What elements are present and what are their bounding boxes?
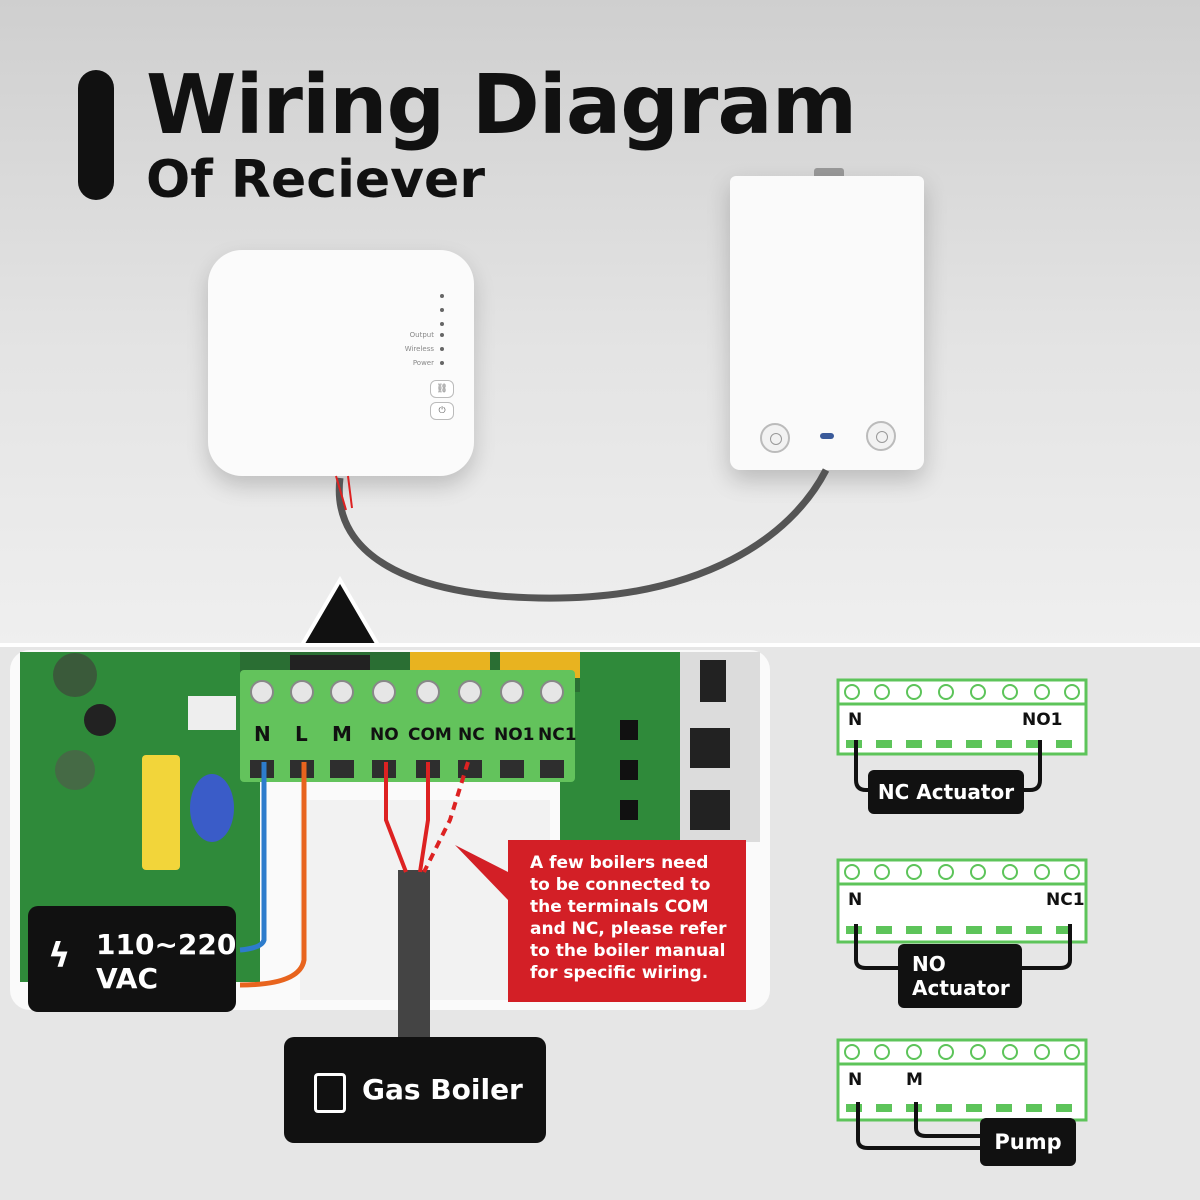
led-dot xyxy=(440,322,444,326)
note-pointer xyxy=(455,845,508,900)
boiler-indicator xyxy=(820,433,834,439)
terminal-screws xyxy=(250,680,564,704)
mini-diagram-3 xyxy=(836,1038,1088,1150)
transistor xyxy=(620,720,638,740)
section-divider xyxy=(0,643,1200,647)
varistor xyxy=(190,774,234,842)
push-button xyxy=(690,728,730,768)
led-label-wireless: Wireless xyxy=(404,345,434,353)
red-wire-ends xyxy=(335,475,353,511)
power-icon: ⏻ xyxy=(430,402,454,420)
title-accent-bar xyxy=(78,70,114,200)
power-unit: VAC xyxy=(96,962,158,995)
knob-icon xyxy=(866,421,896,451)
orange-wire xyxy=(239,762,307,988)
diagram2-right-label: NC1 xyxy=(1046,890,1085,910)
terminal-label-m: M xyxy=(332,722,352,746)
page-subtitle: Of Reciever xyxy=(146,150,485,210)
boiler-device xyxy=(730,176,924,470)
terminal-label-nc: NC xyxy=(458,725,485,745)
mini-diagram-2 xyxy=(836,858,1088,970)
boiler-icon xyxy=(314,1073,346,1113)
terminal-block xyxy=(240,670,575,782)
terminal-label-n: N xyxy=(254,722,271,746)
com-wire xyxy=(384,762,408,873)
push-button xyxy=(690,790,730,830)
transistor xyxy=(620,800,638,820)
capacitor xyxy=(55,750,95,790)
wiring-note-box: A few boilers need to be connected to th… xyxy=(508,840,746,1002)
safety-capacitor xyxy=(142,755,180,870)
diagram2-left-label: N xyxy=(848,890,863,910)
no-actuator-box: NO Actuator xyxy=(898,944,1022,1008)
no-actuator-line1: NO xyxy=(912,952,946,976)
terminal-label-nc1: NC1 xyxy=(538,725,577,745)
pump-label: Pump xyxy=(980,1118,1076,1166)
boiler-cable xyxy=(335,468,830,602)
mini-diagram-1 xyxy=(836,678,1088,792)
product-photo-area xyxy=(0,0,1200,645)
nc-actuator-label: NC Actuator xyxy=(868,770,1024,814)
capacitor xyxy=(53,653,97,697)
blue-wire xyxy=(239,762,267,953)
power-voltage: 110~220 xyxy=(96,928,237,961)
led-dot xyxy=(440,361,444,365)
switch xyxy=(700,660,726,702)
pointer-triangle xyxy=(298,576,382,647)
transistor xyxy=(620,760,638,780)
terminal-label-l: L xyxy=(295,722,308,746)
power-supply-box: ϟ 110~220 VAC xyxy=(28,906,236,1012)
led-dot xyxy=(440,347,444,351)
nc-wire-dashed xyxy=(422,761,470,873)
no-wire xyxy=(418,762,430,873)
receiver-device: Output Wireless Power ⛓ ⏻ xyxy=(208,250,474,476)
led-dot xyxy=(440,294,444,298)
terminal-label-no1: NO1 xyxy=(494,725,535,745)
wiring-note-text: A few boilers need to be connected to th… xyxy=(530,853,727,983)
diagram1-left-label: N xyxy=(848,710,863,730)
page-title: Wiring Diagram xyxy=(146,58,857,153)
led-dot xyxy=(440,333,444,337)
fuse xyxy=(188,696,236,730)
link-icon: ⛓ xyxy=(430,380,454,398)
diagram3-right-label: M xyxy=(906,1070,923,1090)
gas-boiler-label: Gas Boiler xyxy=(362,1073,523,1106)
led-label-power: Power xyxy=(412,359,434,367)
led-dot xyxy=(440,308,444,312)
led-label-output: Output xyxy=(409,331,434,339)
lightning-icon: ϟ xyxy=(48,936,71,976)
diagram3-left-label: N xyxy=(848,1070,863,1090)
no-actuator-line2: Actuator xyxy=(912,976,1010,1000)
inductor xyxy=(84,704,116,736)
knob-icon xyxy=(760,423,790,453)
boiler-cable-sheath xyxy=(398,870,430,1040)
gas-boiler-box: Gas Boiler xyxy=(284,1037,546,1143)
diagram1-right-label: NO1 xyxy=(1022,710,1063,730)
terminal-label-no: NO xyxy=(370,725,399,745)
terminal-label-com: COM xyxy=(408,725,452,745)
